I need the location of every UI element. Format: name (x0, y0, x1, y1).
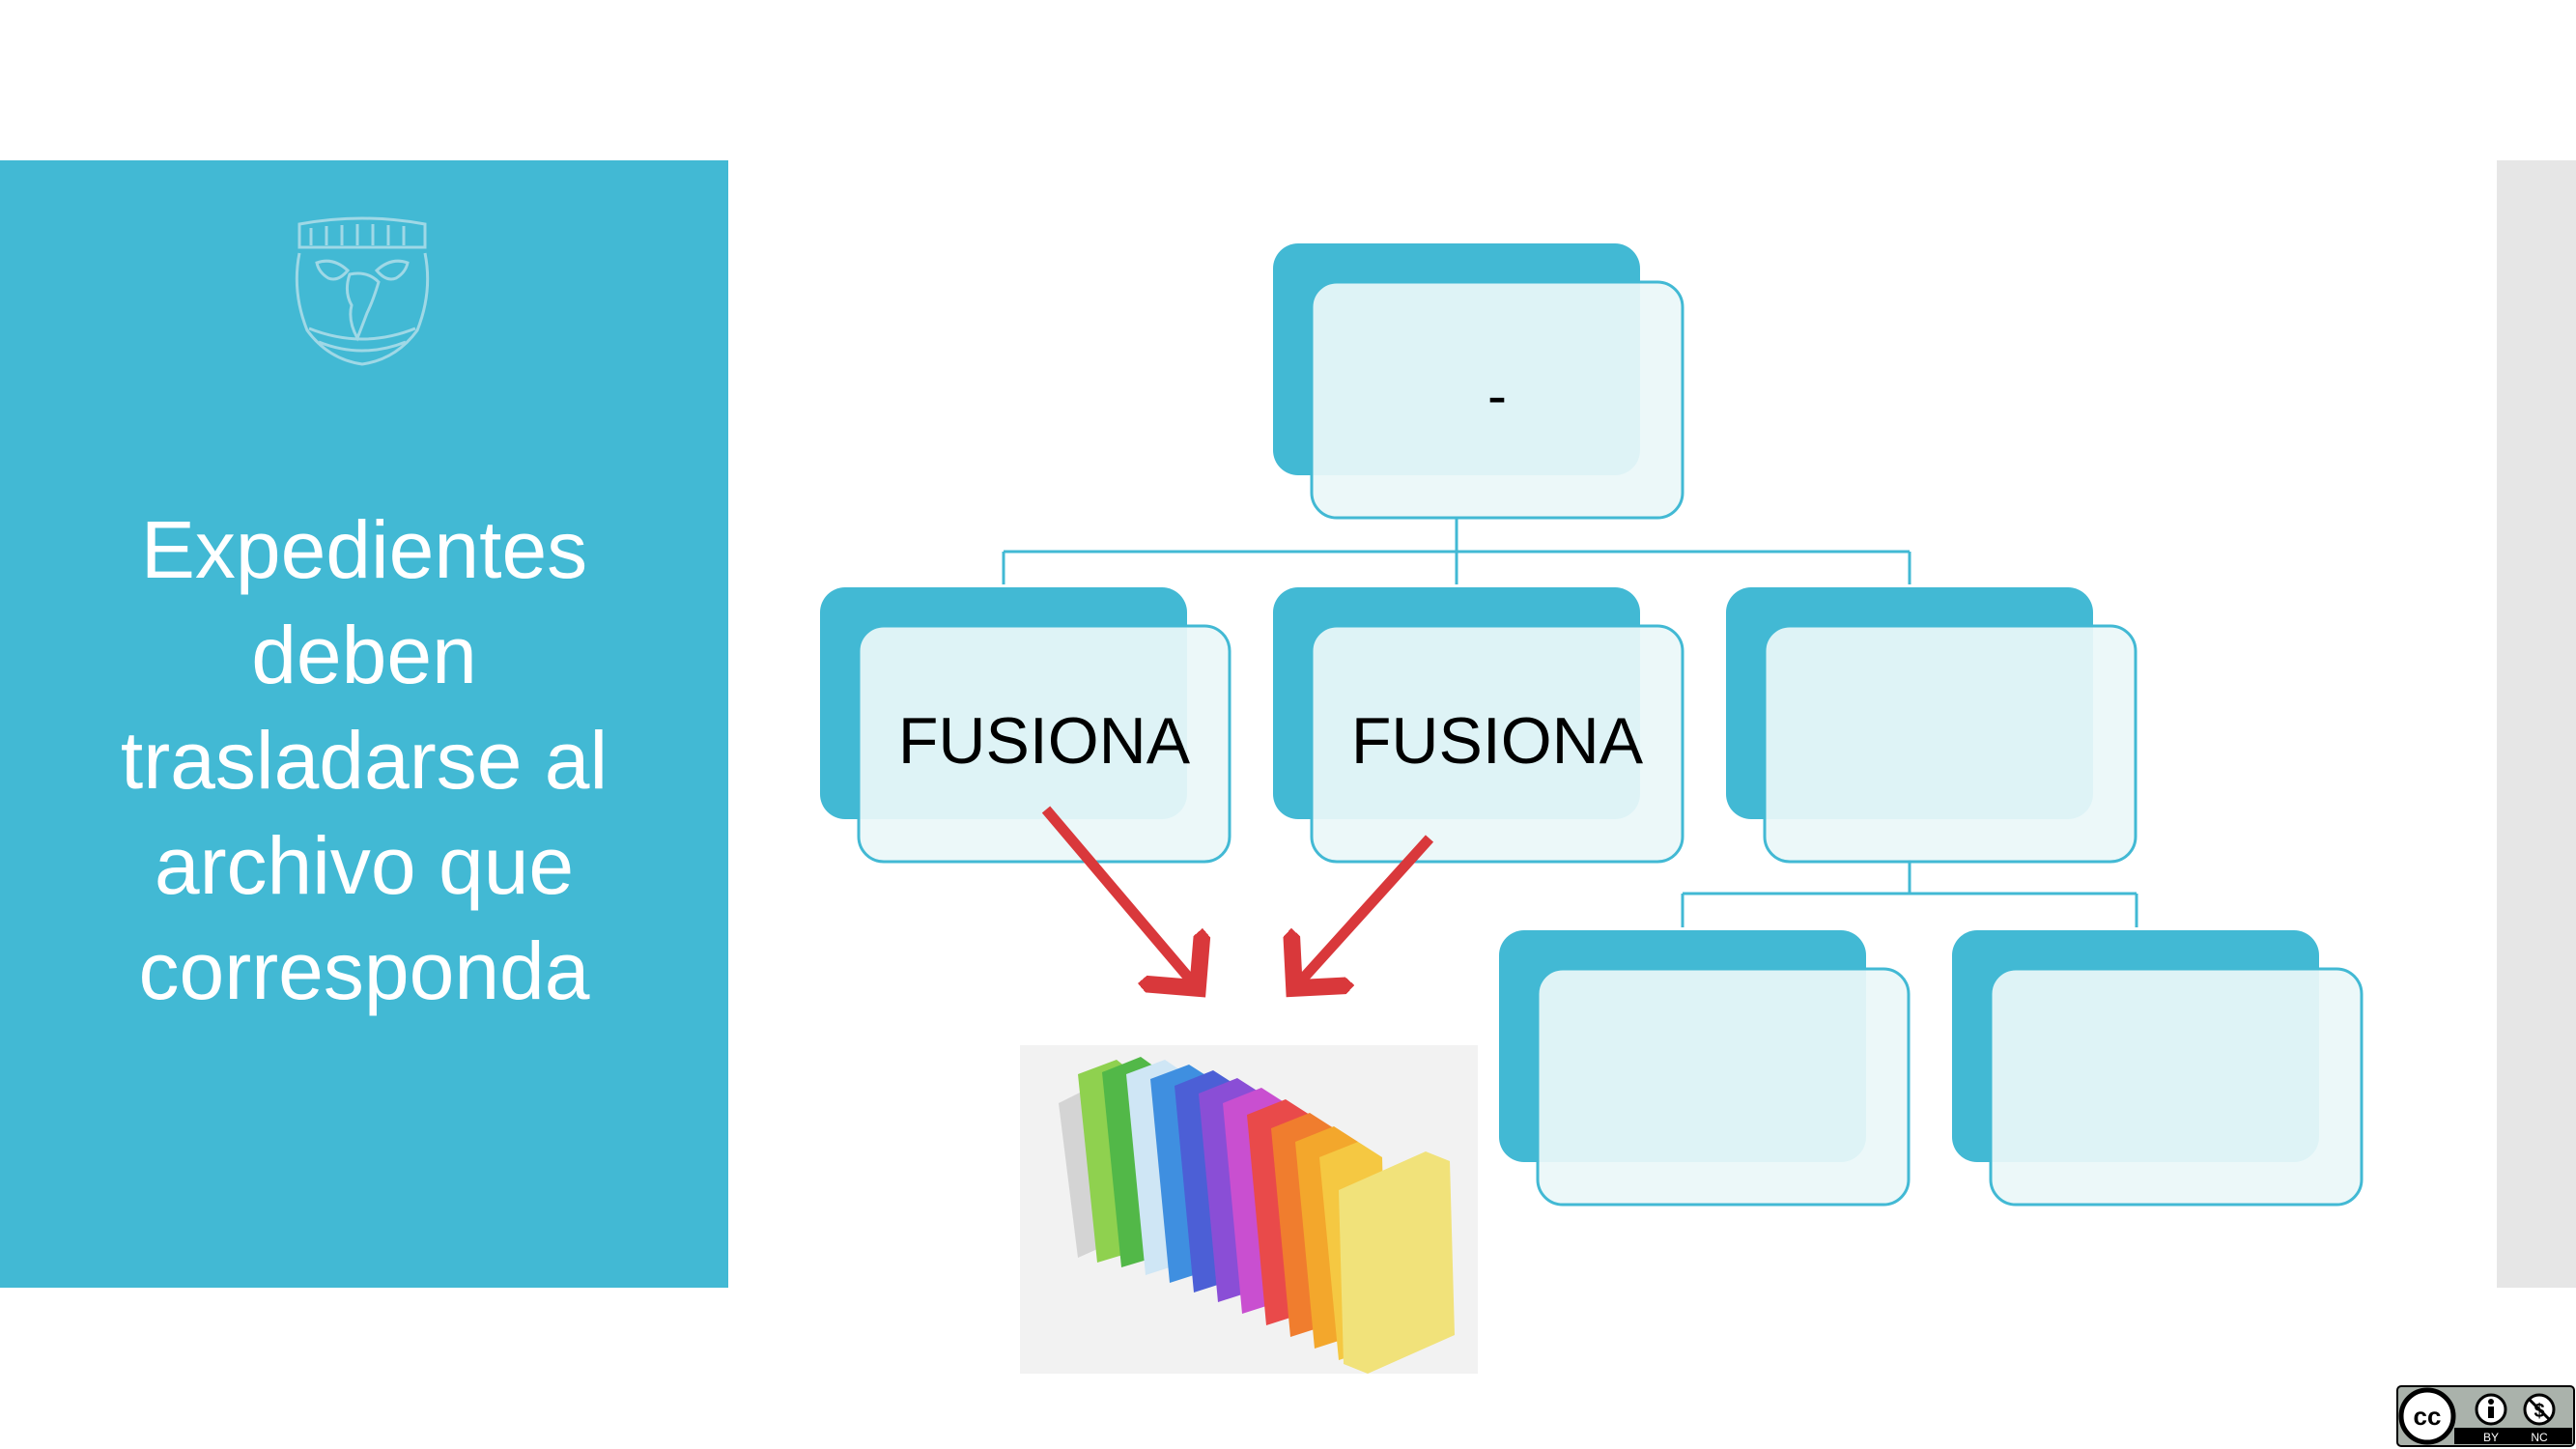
license-label: BY (2483, 1431, 2499, 1444)
diagram-node-empty (1726, 587, 2137, 864)
diagram-node-label: FUSIONA (1351, 704, 1644, 778)
diagram-node-fusiona-2: FUSIONA (1273, 587, 1684, 864)
diagram-node-child-2 (1952, 930, 2364, 1207)
diagram-node-label: FUSIONA (898, 704, 1191, 778)
right-gray-strip (2497, 160, 2576, 1288)
svg-text:cc: cc (2414, 1402, 2442, 1431)
red-arrow (1294, 835, 1434, 988)
diagram-node-root: - (1273, 243, 1684, 520)
title-line: deben (251, 610, 477, 700)
unam-crest-icon (295, 216, 430, 366)
title-line: trasladarse al (120, 715, 609, 806)
title-line: corresponda (138, 925, 590, 1016)
cc-by-nc-icon: cc $ BY NC (2396, 1385, 2575, 1447)
diagram-node-label: - (1487, 363, 1507, 428)
left-title-panel (0, 160, 728, 1288)
title-line: archivo que (154, 820, 575, 911)
license-label: NC (2531, 1431, 2548, 1444)
colorful-folders-image (1020, 1045, 1478, 1374)
red-arrow (1041, 806, 1198, 988)
slide-title: Expedientes deben trasladarse al archivo… (39, 497, 690, 1024)
connector-lines (1002, 517, 2138, 927)
title-line: Expedientes (140, 504, 588, 595)
diagram-node-child-1 (1499, 930, 1911, 1207)
diagram-node-fusiona-1: FUSIONA (820, 587, 1231, 864)
